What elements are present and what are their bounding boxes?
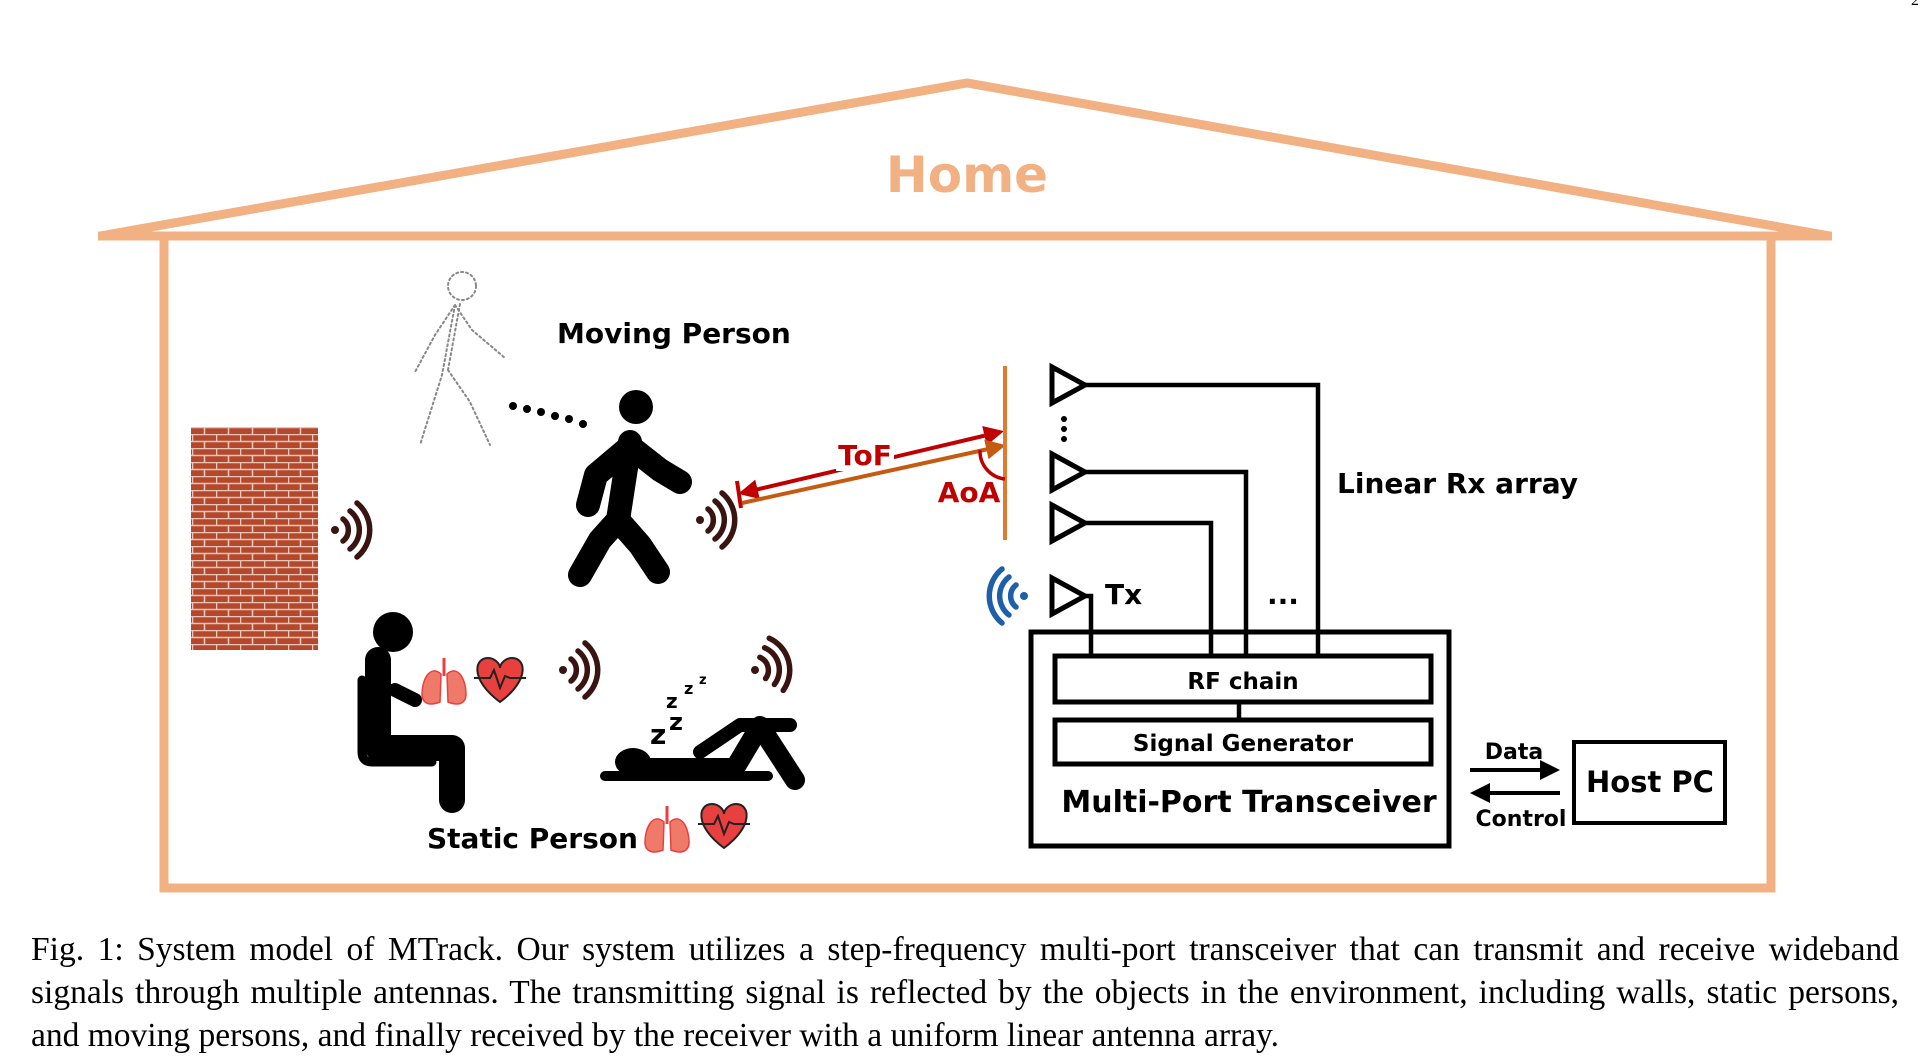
house-outline (98, 78, 1832, 893)
figure-caption: Fig. 1: System model of MTrack. Our syst… (31, 931, 1899, 1054)
motion-trail (509, 402, 587, 428)
rx-antenna-2 (1049, 449, 1091, 495)
tx-wave-icon (986, 566, 1028, 626)
data-label: Data (1485, 740, 1543, 765)
seated-person-icon (357, 612, 465, 813)
antenna-feed-lines (1085, 382, 1321, 656)
walking-person-icon (568, 390, 692, 587)
svg-text:z: z (666, 689, 678, 713)
aoa-arrow (741, 439, 1006, 505)
heart-icon-2 (698, 802, 750, 850)
aoa-angle-arc (978, 449, 1006, 481)
moving-person-label: Moving Person (557, 317, 791, 350)
signal-generator-label: Signal Generator (1133, 731, 1354, 757)
aoa-label: AoA (938, 476, 1001, 509)
heart-icon (474, 656, 526, 704)
control-label: Control (1476, 807, 1567, 832)
rx-array-label: Linear Rx array (1337, 467, 1578, 500)
rx-antenna-1 (1049, 362, 1091, 408)
lying-person-icon (600, 716, 805, 790)
ghost-walking-person-icon (414, 271, 506, 446)
svg-text:z: z (684, 679, 693, 698)
host-pc-box (1572, 740, 1727, 825)
signal-generator-box (1052, 717, 1434, 767)
rx-antenna-3 (1049, 500, 1091, 546)
brick-wall (191, 427, 318, 650)
tof-endcap-left (735, 480, 743, 509)
sleep-z-icons: z z z z z (650, 673, 707, 751)
svg-text:z: z (699, 673, 707, 688)
static-person-label: Static Person (427, 822, 638, 855)
tx-antenna (1049, 573, 1091, 619)
house-roof (99, 78, 1831, 241)
lungs-icon-2 (644, 806, 690, 853)
house-walls (159, 236, 1776, 893)
tx-label: Tx (1105, 578, 1142, 611)
seated-person-wave-icon (559, 640, 601, 700)
rx-antenna-dots (1061, 416, 1067, 442)
lungs-icon (421, 658, 467, 705)
wall-wave-icon (331, 500, 373, 560)
page-number: 2 (1911, 0, 1919, 9)
sleeping-person-wave-icon (751, 635, 793, 694)
rx-ellipsis: ... (1267, 578, 1299, 611)
host-pc-label: Host PC (1586, 765, 1714, 799)
svg-text:z: z (650, 718, 666, 751)
moving-person-wave-icon (696, 490, 738, 550)
tof-label: ToF (838, 439, 892, 472)
system-model-figure: Home Moving Person ToF (98, 78, 1832, 893)
rf-chain-label: RF chain (1187, 669, 1298, 695)
svg-text:z: z (669, 708, 683, 736)
antenna-feed-lines-inside (1088, 632, 1321, 720)
rf-chain-box (1052, 653, 1434, 705)
home-label: Home (886, 146, 1048, 204)
transceiver-label: Multi-Port Transceiver (1061, 785, 1436, 820)
